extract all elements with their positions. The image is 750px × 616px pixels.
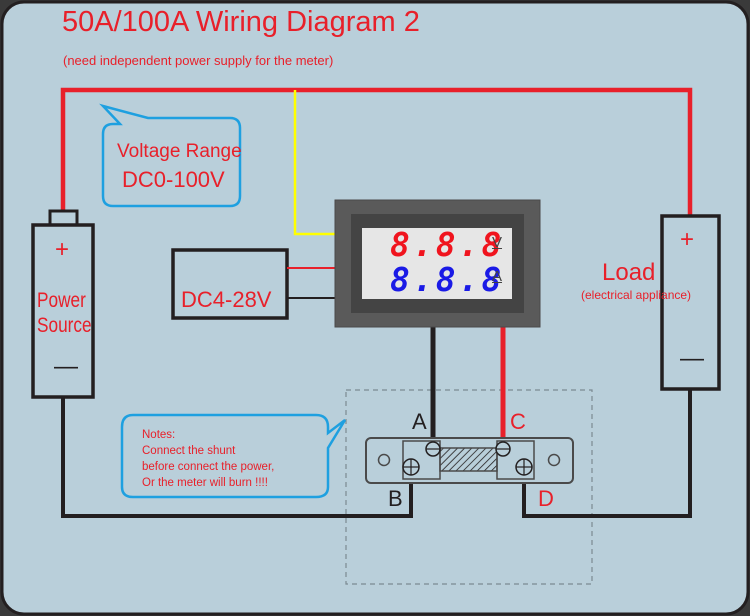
notes-warning: Or the meter will burn !!!! (142, 477, 268, 489)
shunt-mount-hole-right (547, 453, 561, 467)
notes-callout (120, 413, 347, 499)
load-label: Load (602, 259, 656, 286)
power-source-negative-sign: — (54, 353, 78, 380)
shunt-mount-hole-left (377, 453, 391, 467)
terminal-c-label: C (510, 409, 526, 434)
meter-voltage-readout: 8.8.8 (390, 225, 505, 264)
wire-black-load-d (522, 389, 692, 518)
notes-text: Notes: Connect the shunt before connect … (142, 427, 274, 491)
load-sublabel: (electrical appliance) (581, 288, 692, 302)
meter-current-readout: 8.8.8 (390, 260, 505, 299)
terminal-b-screw (402, 458, 420, 476)
notes-heading: Notes: (142, 429, 176, 441)
terminal-d-screw (515, 458, 533, 476)
power-source-body (31, 223, 95, 399)
power-source-label-line1: Power (37, 289, 86, 312)
diagram-title: 50A/100A Wiring Diagram 2 (62, 6, 420, 38)
wire-black-negative-b (61, 396, 413, 518)
meter-supply-box (171, 248, 289, 320)
terminal-a-screw (425, 441, 441, 457)
meter-supply-label: DC4-28V (181, 287, 272, 312)
wire-red-positive (60, 87, 693, 216)
meter-screen (362, 228, 512, 299)
notes-line: Connect the shunt (142, 445, 236, 457)
power-source-label-line2: Source (37, 314, 92, 337)
terminal-b-label: B (388, 486, 403, 511)
voltage-range-value: DC0-100V (122, 167, 225, 192)
terminal-c-screw (495, 441, 511, 457)
load-negative-sign: — (680, 345, 704, 372)
voltage-range-label: Voltage Range (117, 141, 242, 162)
voltage-range-callout (99, 103, 242, 208)
power-source-positive-sign: + (55, 236, 70, 263)
power-source-cap (48, 209, 79, 227)
notes-line: before connect the power, (142, 461, 275, 473)
terminal-d-label: D (538, 486, 554, 511)
load-positive-sign: + (680, 226, 695, 253)
terminal-a-label: A (412, 409, 427, 434)
load-body (660, 214, 721, 391)
wire-yellow-voltage-sense (293, 90, 335, 236)
shunt-area-outline (345, 389, 593, 585)
meter-current-unit: A (492, 268, 503, 285)
diagram-subtitle: (need independent power supply for the m… (63, 53, 334, 68)
shunt-resistor-element (439, 447, 498, 472)
meter-voltage-unit: V (492, 234, 503, 251)
